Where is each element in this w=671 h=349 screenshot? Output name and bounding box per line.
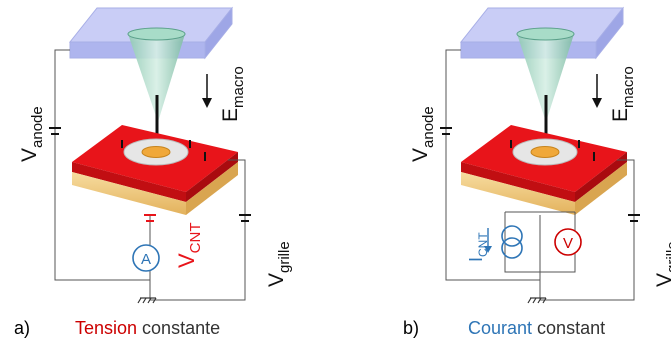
voltmeter <box>554 228 582 256</box>
panel-a-tag: a) <box>14 318 31 338</box>
grid-electrode <box>461 125 627 215</box>
anode-battery <box>49 127 61 135</box>
panel-b-caption: Courant constant <box>468 318 605 339</box>
e-macro-label-a: Emacro <box>219 66 247 122</box>
ammeter-symbol: A <box>141 251 151 268</box>
ammeter <box>132 244 160 272</box>
svg-text:Vgrille: Vgrille <box>653 241 671 287</box>
ground-icon <box>527 297 547 304</box>
svg-text:Vgrille: Vgrille <box>265 241 293 287</box>
cnt-voltage-source <box>144 214 156 222</box>
current-source-icon <box>501 225 523 259</box>
panel-a-diagram <box>49 6 251 304</box>
caption-constante: constante <box>137 318 221 338</box>
e-field-arrow <box>592 74 602 108</box>
v-cnt-label: VCNT <box>174 222 204 268</box>
svg-text:Emacro: Emacro <box>219 66 247 122</box>
panel-b-diagram <box>440 6 640 304</box>
current-arrow <box>484 228 492 253</box>
caption-courant: Courant <box>468 318 533 338</box>
svg-text:Vanode: Vanode <box>409 106 437 162</box>
ground-icon <box>137 297 157 304</box>
svg-text:Vanode: Vanode <box>18 106 46 162</box>
e-field-arrow <box>202 74 212 108</box>
v-anode-label-a: Vanode <box>18 106 46 162</box>
grid-electrode <box>72 125 238 215</box>
emission-cone <box>127 27 186 122</box>
caption-tension: Tension <box>75 318 138 338</box>
grille-battery <box>628 214 640 222</box>
svg-text:ICNT: ICNT <box>466 232 490 262</box>
panel-b-tag: b) <box>403 318 420 338</box>
svg-text:VCNT: VCNT <box>174 222 204 268</box>
v-grille-label-a: Vgrille <box>265 241 293 287</box>
caption-constant: constant <box>532 318 606 338</box>
svg-text:Emacro: Emacro <box>609 66 637 122</box>
anode-battery <box>440 127 452 135</box>
emission-cone <box>516 27 575 122</box>
panel-a-caption: Tension constante <box>75 318 220 339</box>
e-macro-label-b: Emacro <box>609 66 637 122</box>
grille-battery <box>239 214 251 222</box>
v-grille-label-b: Vgrille <box>653 241 671 287</box>
voltmeter-symbol: V <box>563 235 573 252</box>
v-anode-label-b: Vanode <box>409 106 437 162</box>
i-cnt-label: ICNT <box>466 232 490 262</box>
